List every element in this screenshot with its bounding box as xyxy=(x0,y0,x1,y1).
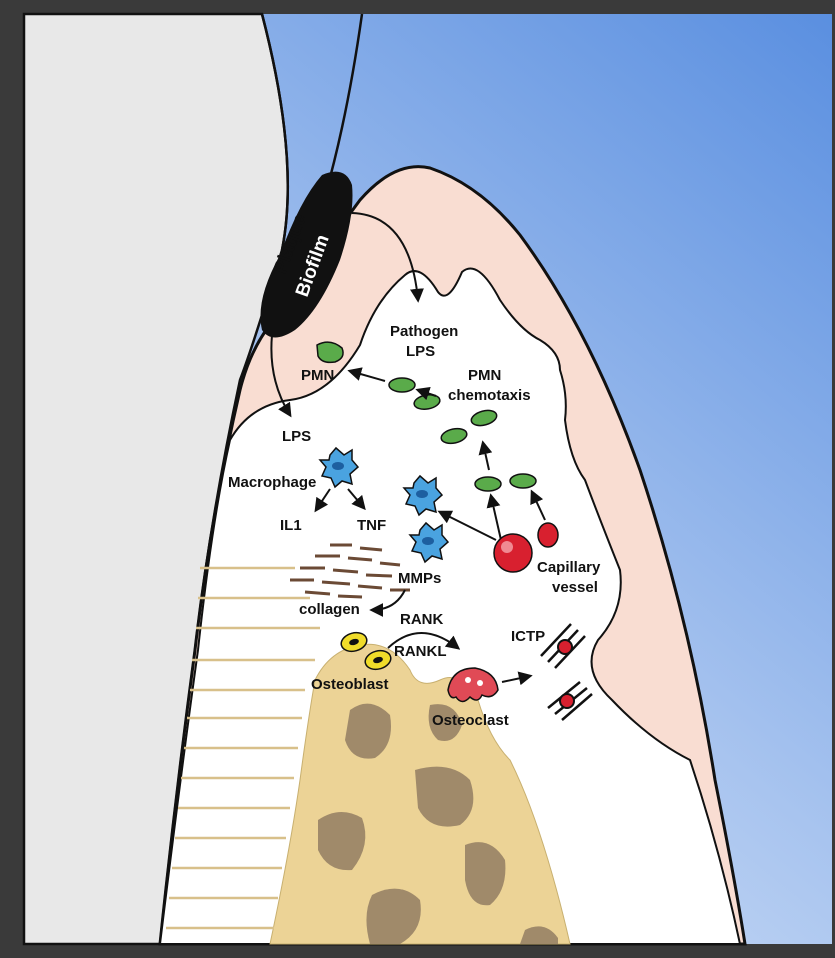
label-pathogen: Pathogen xyxy=(390,323,458,340)
macrophage-nucleus xyxy=(422,537,434,545)
pmn-cell xyxy=(510,474,536,488)
capillary-vessel-small xyxy=(538,523,558,547)
macrophage-nucleus xyxy=(416,490,428,498)
label-macrophage: Macrophage xyxy=(228,474,316,491)
osteoclast-nucleus xyxy=(465,677,471,683)
macrophage-nucleus xyxy=(332,462,344,470)
label-osteoblast: Osteoblast xyxy=(311,676,389,693)
label-vessel: vessel xyxy=(552,579,598,596)
label-chemotaxis: chemotaxis xyxy=(448,387,531,404)
label-rank: RANK xyxy=(400,611,443,628)
label-ictp: ICTP xyxy=(511,628,545,645)
osteoclast-nucleus xyxy=(477,680,483,686)
label-pmn-chemotaxis-title: PMN xyxy=(468,367,501,384)
label-collagen: collagen xyxy=(299,601,360,618)
ictp-crosslink xyxy=(560,694,574,708)
label-pmn: PMN xyxy=(301,367,334,384)
pmn-cell xyxy=(389,378,415,392)
capillary-highlight xyxy=(501,541,513,553)
label-osteoclast: Osteoclast xyxy=(432,712,509,729)
label-lps-left: LPS xyxy=(282,428,311,445)
pmn-cell xyxy=(317,342,343,362)
label-il1: IL1 xyxy=(280,517,302,534)
ictp-crosslink xyxy=(558,640,572,654)
label-mmps: MMPs xyxy=(398,570,441,587)
pmn-cell xyxy=(475,477,501,491)
label-lps-top: LPS xyxy=(406,343,435,360)
label-capillary: Capillary xyxy=(537,559,601,576)
capillary-vessel xyxy=(494,534,532,572)
label-rankl: RANKL xyxy=(394,643,447,660)
label-tnf: TNF xyxy=(357,517,386,534)
